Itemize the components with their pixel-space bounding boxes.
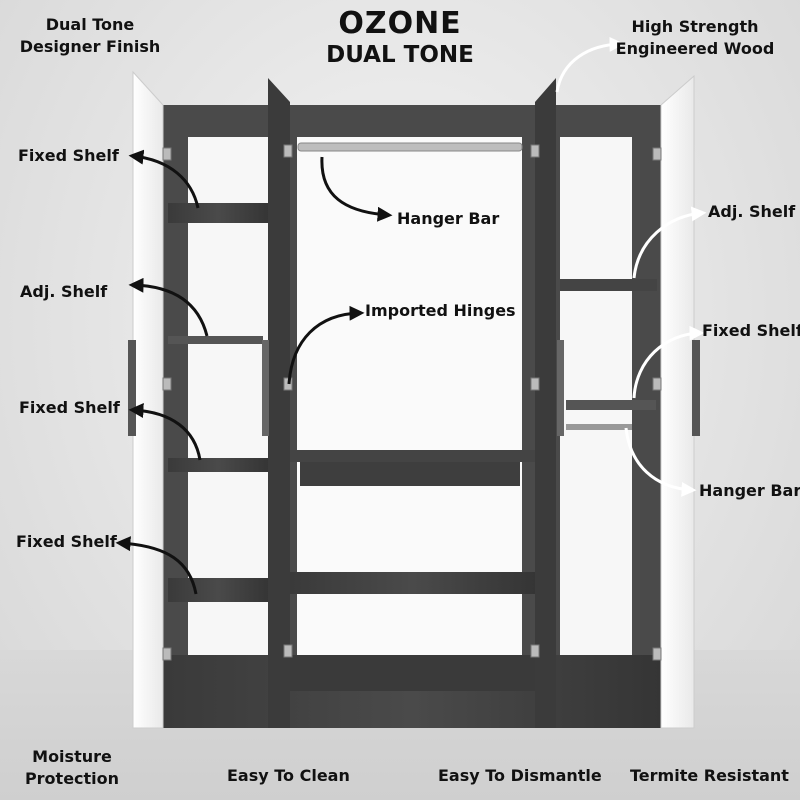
engineered-wood-label: High Strength Engineered Wood [610, 16, 780, 60]
arrow-left-adj-shelf [128, 277, 209, 337]
dual-tone-line2: Designer Finish [19, 37, 161, 56]
left-fixed-shelf-3 [168, 578, 268, 602]
doors [128, 70, 700, 729]
right-dark-door [535, 78, 556, 728]
left-compartment [188, 137, 268, 657]
right-adj-shelf-label: Adj. Shelf [708, 202, 796, 221]
engineered-wood-line1: High Strength [631, 17, 759, 36]
callout-arrows [115, 149, 393, 595]
right-fixed-shelf-label: Fixed Shelf [702, 321, 800, 340]
left-fixed-shelf-2 [168, 458, 268, 472]
brand-title: OZONE [338, 6, 462, 41]
left-fixed-shelf-3-label: Fixed Shelf [16, 532, 117, 551]
moisture-line1: Moisture [32, 747, 112, 766]
termite-resistant-label: Termite Resistant [630, 766, 789, 785]
dual-tone-label: Dual Tone Designer Finish [15, 14, 165, 58]
moisture-line2: Protection [24, 769, 120, 788]
left-dark-door [268, 78, 290, 728]
left-door-handle [128, 340, 136, 436]
arrow-right-hanger-bar [624, 427, 697, 497]
arrow-left-fixed-shelf-2 [128, 403, 202, 461]
easy-clean-label: Easy To Clean [227, 766, 350, 785]
brand-subtitle: DUAL TONE [326, 42, 474, 68]
arrow-right-fixed-shelf [632, 325, 705, 399]
right-white-door [660, 74, 695, 729]
arrow-right-adj-shelf [632, 206, 707, 279]
right-door-handle [692, 340, 700, 436]
left-fixed-shelf-1-label: Fixed Shelf [18, 146, 119, 165]
center-fixed-shelf [290, 572, 535, 594]
imported-hinges-label: Imported Hinges [365, 301, 516, 320]
left-adj-shelf-label: Adj. Shelf [20, 282, 108, 301]
wardrobe-carcass [163, 105, 661, 728]
center-drawer [300, 462, 520, 486]
white-callout-arrows [555, 36, 707, 497]
hanger-bar-center-label: Hanger Bar [397, 209, 500, 228]
right-hanger-bar-label: Hanger Bar [699, 481, 800, 500]
right-hanger-bar [566, 424, 632, 430]
center-compartment [297, 137, 522, 657]
left-adj-shelf [168, 336, 263, 344]
easy-dismantle-label: Easy To Dismantle [438, 766, 602, 785]
arrow-engineered-wood [555, 36, 625, 93]
center-hanger-bar [297, 142, 523, 152]
left-fixed-shelf-2-label: Fixed Shelf [19, 398, 120, 417]
right-compartment [560, 137, 632, 657]
arrow-left-fixed-shelf-3 [115, 536, 198, 595]
arrow-hanger-bar-center [320, 156, 393, 222]
right-fixed-shelf [566, 400, 656, 410]
dual-tone-line1: Dual Tone [45, 15, 135, 34]
moisture-protection-label: Moisture Protection [12, 746, 132, 790]
arrow-imported-hinges [287, 305, 365, 385]
center-shelf [290, 450, 535, 462]
left-fixed-shelf-1 [168, 203, 268, 223]
left-white-door [132, 70, 164, 729]
arrow-left-fixed-shelf-1 [128, 149, 200, 209]
right-adj-shelf [560, 279, 657, 291]
engineered-wood-line2: Engineered Wood [615, 39, 775, 58]
hinges [162, 144, 662, 661]
